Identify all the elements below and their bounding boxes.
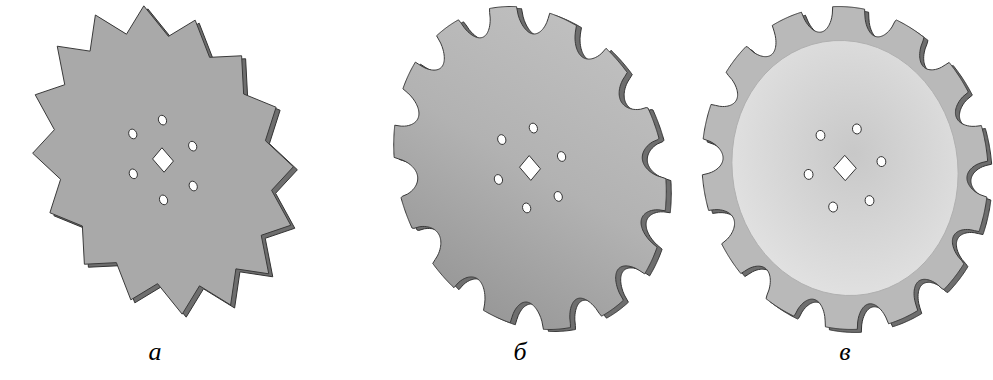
disc-face — [0, 0, 344, 358]
disc-face — [350, 0, 710, 367]
figure-letter: а — [149, 339, 162, 365]
figure-letter: б — [513, 339, 526, 365]
disc-face — [677, 0, 993, 351]
figure-letter: в — [839, 339, 850, 365]
